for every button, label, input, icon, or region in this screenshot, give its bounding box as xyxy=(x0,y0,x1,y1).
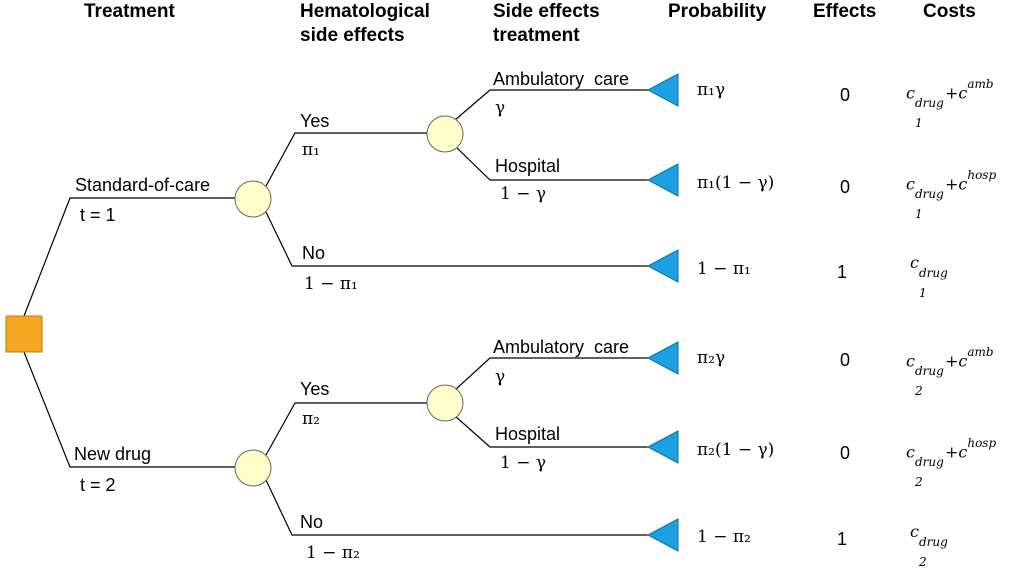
branch-prob-hosp2: 1 − γ xyxy=(500,453,547,473)
edge-amb2 xyxy=(454,357,648,391)
outcome-effects-1: 0 xyxy=(840,85,851,105)
header-costs: Costs xyxy=(923,1,976,22)
chance-node-side-effects-1 xyxy=(426,115,464,153)
header-hematological-2: side effects xyxy=(300,25,405,46)
outcome-effects-6: 1 xyxy=(837,529,848,549)
chance-node-standard xyxy=(234,180,272,218)
terminal-node-4 xyxy=(646,341,679,375)
edge-amb1 xyxy=(454,89,648,121)
branch-label-hosp1: Hospital xyxy=(495,156,561,176)
outcome-effects-2: 0 xyxy=(840,177,851,197)
branch-label-hosp2: Hospital xyxy=(495,424,561,444)
branch-label-yes2: Yes xyxy=(300,379,330,399)
branch-label-no2: No xyxy=(300,512,324,532)
branch-label-no1: No xyxy=(302,243,326,263)
header-treatment: Treatment xyxy=(84,1,175,22)
branch-prob-hosp1: 1 − γ xyxy=(500,184,547,204)
outcome-effects-5: 0 xyxy=(840,443,851,463)
branch-label-yes1: Yes xyxy=(300,111,330,131)
branch-label-standard: Standard-of-care xyxy=(75,175,211,195)
outcome-probability-6: 1 − π₂ xyxy=(697,527,751,547)
edge-standard xyxy=(23,197,236,317)
header-side-effects-2: treatment xyxy=(493,25,580,46)
outcome-probability-1: π₁γ xyxy=(697,80,726,100)
branch-prob-amb2: γ xyxy=(495,367,506,387)
branch-label-newdrug: New drug xyxy=(74,444,152,464)
header-hematological-1: Hematological xyxy=(300,1,430,22)
outcome-probability-3: 1 − π₁ xyxy=(697,259,751,279)
edge-hosp1 xyxy=(454,145,648,181)
branch-prob-no2: 1 − π₂ xyxy=(306,543,360,563)
outcome-probability-2: π₁(1 − γ) xyxy=(697,173,775,193)
edge-no2 xyxy=(265,479,648,536)
terminal-node-5 xyxy=(646,430,679,464)
edge-newdrug xyxy=(23,351,236,468)
decision-node xyxy=(5,315,43,353)
terminal-node-6 xyxy=(646,518,679,552)
outcome-probability-4: π₂γ xyxy=(697,348,726,368)
branch-prob-yes2: π₂ xyxy=(302,409,320,429)
terminal-node-3 xyxy=(646,249,679,283)
header-probability: Probability xyxy=(668,1,767,22)
edge-yes2 xyxy=(265,402,428,456)
edge-yes1 xyxy=(265,132,428,187)
branch-prob-yes1: π₁ xyxy=(302,140,320,160)
branch-t-standard: t = 1 xyxy=(80,205,116,225)
chance-node-newdrug xyxy=(234,449,272,487)
terminal-node-1 xyxy=(646,73,679,107)
branch-label-amb2: Ambulatory care xyxy=(493,337,630,357)
outcome-effects-4: 0 xyxy=(840,350,851,370)
outcome-effects-3: 1 xyxy=(837,262,848,282)
header-side-effects-1: Side effects xyxy=(493,1,600,22)
terminal-node-2 xyxy=(646,163,679,197)
outcome-probability-5: π₂(1 − γ) xyxy=(697,440,775,460)
header-effects: Effects xyxy=(813,1,877,22)
chance-node-side-effects-2 xyxy=(426,384,464,422)
branch-prob-no1: 1 − π₁ xyxy=(304,274,358,294)
branch-label-amb1: Ambulatory care xyxy=(493,69,630,89)
branch-prob-amb1: γ xyxy=(495,98,506,118)
edge-hosp2 xyxy=(454,415,648,448)
branch-t-newdrug: t = 2 xyxy=(80,475,116,495)
edge-no1 xyxy=(265,211,648,267)
